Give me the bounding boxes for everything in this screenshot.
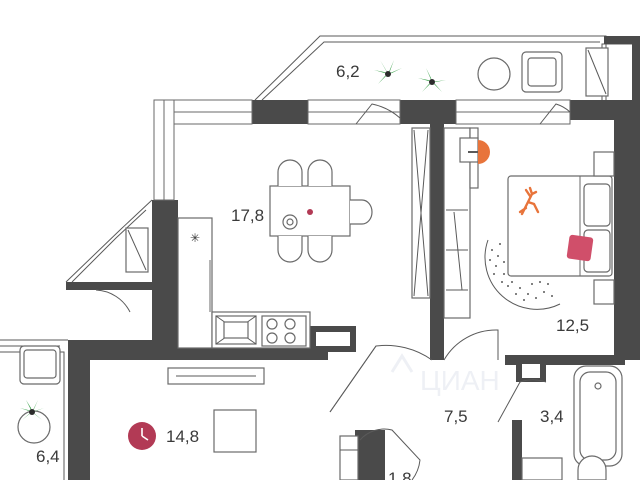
potted-plant-icon <box>418 68 446 92</box>
room-area-bedroom: 12,5 <box>556 316 589 335</box>
svg-text:✳: ✳ <box>190 231 200 245</box>
balcony-top-furniture <box>477 51 563 93</box>
deer-figure-icon <box>518 186 540 216</box>
bedroom-furniture <box>459 127 615 310</box>
walls <box>65 99 640 480</box>
clock-icon <box>128 422 156 450</box>
table-lamp-icon <box>468 140 490 164</box>
room-area-balcony-top: 6,2 <box>336 62 360 81</box>
watermark: ЦИАН <box>390 353 500 396</box>
room-area-balcony-left: 6,4 <box>36 447 60 466</box>
room-area-bottom: 14,8 <box>166 427 199 446</box>
kitchen-furniture: ✳ <box>177 217 311 349</box>
bathroom-fixtures <box>521 365 623 480</box>
balcony-left <box>0 339 68 480</box>
room-area-bathroom: 3,4 <box>540 407 564 426</box>
potted-plant-icon <box>20 400 44 420</box>
doors <box>329 103 571 480</box>
bottom-room-furniture <box>167 367 359 480</box>
room-area-hall: 7,5 <box>444 407 468 426</box>
room-area-storage: 1,8 <box>388 469 412 480</box>
dining-set <box>269 159 373 263</box>
balcony-top <box>254 35 640 106</box>
potted-plant-icon <box>374 60 402 84</box>
room-area-living-kitchen: 17,8 <box>231 206 264 225</box>
pillow-icon <box>566 234 594 262</box>
svg-text:ЦИАН: ЦИАН <box>420 365 500 396</box>
